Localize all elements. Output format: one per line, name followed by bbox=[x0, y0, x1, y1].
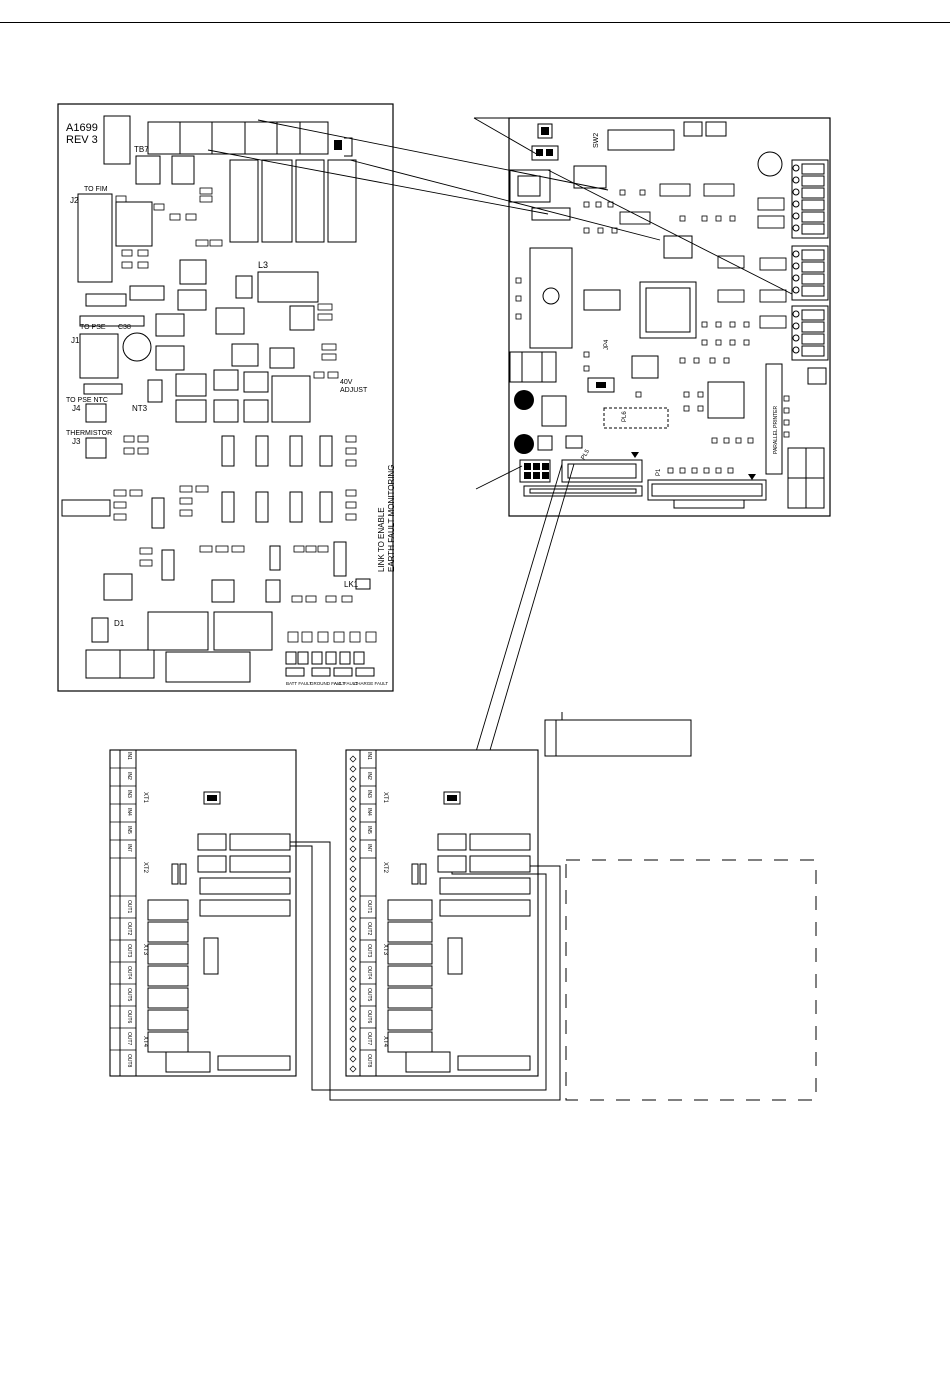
io1-out8-label: OUT8 bbox=[126, 1054, 132, 1068]
to-pse-ntc-label: TO PSE NTC bbox=[66, 397, 108, 404]
thermistor-label: THERMISTOR bbox=[66, 430, 112, 437]
pl6-label: PL6 bbox=[622, 411, 628, 422]
header-rule bbox=[0, 22, 950, 23]
io2-out5-label: OUT5 bbox=[366, 988, 372, 1002]
io1-in3-label: IN3 bbox=[126, 790, 132, 798]
io1-xt4-label: XT4 bbox=[142, 1036, 148, 1048]
io2-out7-label: OUT7 bbox=[366, 1032, 372, 1046]
io1-out6-label: OUT6 bbox=[126, 1010, 132, 1024]
link-to-enable-label: LINK TO ENABLE bbox=[377, 507, 386, 572]
right-terminal-block-1[interactable] bbox=[791, 159, 829, 239]
nt3-label: NT3 bbox=[132, 404, 148, 413]
right-terminal-block-2[interactable] bbox=[791, 245, 829, 301]
io2-out8-label: OUT8 bbox=[366, 1054, 372, 1068]
earth-fault-monitoring-label: EARTH FAULT MONITORING bbox=[387, 465, 396, 572]
io1-xt3-label: XT3 bbox=[142, 944, 148, 956]
d1-label: D1 bbox=[114, 619, 125, 628]
io1-out1-label: OUT1 bbox=[126, 900, 132, 914]
io1-out7-label: OUT7 bbox=[126, 1032, 132, 1046]
io1-out3-label: OUT3 bbox=[126, 944, 132, 958]
io2-out2-label: OUT2 bbox=[366, 922, 372, 936]
io2-in3-label: IN3 bbox=[366, 790, 372, 798]
io2-in7-label: IN7 bbox=[366, 844, 372, 852]
io2-in1-label: IN1 bbox=[366, 752, 372, 760]
io2-out4-label: OUT4 bbox=[366, 966, 372, 980]
batt-fault-label: BATT FAULT bbox=[286, 681, 312, 686]
io1-in5-label: IN5 bbox=[126, 826, 132, 834]
io2-out3-label: OUT3 bbox=[366, 944, 372, 958]
adjust-label-2: ADJUST bbox=[340, 387, 368, 394]
ground-fault-label: GROUND FAULT bbox=[310, 681, 345, 686]
io1-in2-label: IN2 bbox=[126, 772, 132, 780]
pl5-label: PL5 bbox=[581, 448, 592, 461]
adjust-label-1: 40V bbox=[340, 379, 353, 386]
io1-out2-label: OUT2 bbox=[126, 922, 132, 936]
io-board-2: XT1 XT2 XT3 XT4 IN1 IN2 IN3 IN4 IN5 IN7 … bbox=[345, 749, 539, 1077]
io2-in2-label: IN2 bbox=[366, 772, 372, 780]
control-board: SW2 bbox=[508, 117, 831, 517]
optional-io-board-outline bbox=[565, 859, 817, 1101]
io1-xt2-label: XT2 bbox=[142, 862, 148, 874]
tb7-terminal[interactable] bbox=[147, 121, 329, 155]
io1-xt1-label: XT1 bbox=[142, 792, 148, 804]
io2-out6-label: OUT6 bbox=[366, 1010, 372, 1024]
l3-label: L3 bbox=[258, 260, 268, 270]
j3-label: J3 bbox=[72, 437, 81, 446]
j4-label: J4 bbox=[72, 404, 81, 413]
c38-label: C38 bbox=[118, 324, 131, 331]
to-fim-label: TO FIM bbox=[84, 186, 108, 193]
leader-lines bbox=[207, 117, 793, 833]
io2-in5-label: IN5 bbox=[366, 826, 372, 834]
ac-fault-label: A.C. FAULT bbox=[334, 681, 358, 686]
io2-xt2-label: XT2 bbox=[382, 862, 388, 874]
io1-in7-label: IN7 bbox=[126, 844, 132, 852]
right-terminal-block-3[interactable] bbox=[791, 305, 829, 361]
tb7-label: TB7 bbox=[134, 145, 149, 154]
panel-label-box bbox=[544, 719, 692, 757]
j1-label: J1 bbox=[71, 336, 80, 345]
psu-board-id: A1699 bbox=[66, 122, 98, 134]
io1-out5-label: OUT5 bbox=[126, 988, 132, 1002]
lk1-label: LK1 bbox=[344, 580, 359, 589]
psu-board: A1699 REV 3 TB7 TO FIM J2 L3 bbox=[57, 103, 396, 692]
io2-xt4-label: XT4 bbox=[382, 1036, 388, 1048]
jp4-label: JP4 bbox=[604, 339, 610, 350]
io1-in4-label: IN4 bbox=[126, 808, 132, 816]
sw2-label: SW2 bbox=[593, 133, 600, 148]
j2-label: J2 bbox=[70, 196, 79, 205]
io2-in4-label: IN4 bbox=[366, 808, 372, 816]
io-board-1: XT1 XT2 XT3 XT4 IN1 IN2 IN3 IN4 IN5 IN7 … bbox=[109, 749, 297, 1077]
p1-label: P1 bbox=[656, 468, 662, 476]
charge-fault-label: CHARGE FAULT bbox=[354, 681, 388, 686]
io1-out4-label: OUT4 bbox=[126, 966, 132, 980]
io2-xt1-label: XT1 bbox=[382, 792, 388, 804]
io1-in1-label: IN1 bbox=[126, 752, 132, 760]
to-pse-label: TO PSE bbox=[80, 324, 106, 331]
psu-board-rev: REV 3 bbox=[66, 134, 98, 146]
io2-xt3-label: XT3 bbox=[382, 944, 388, 956]
parallel-printer-label: PARALLEL PRINTER bbox=[773, 406, 779, 454]
io2-out1-label: OUT1 bbox=[366, 900, 372, 914]
ribbon-cable bbox=[290, 841, 561, 1101]
